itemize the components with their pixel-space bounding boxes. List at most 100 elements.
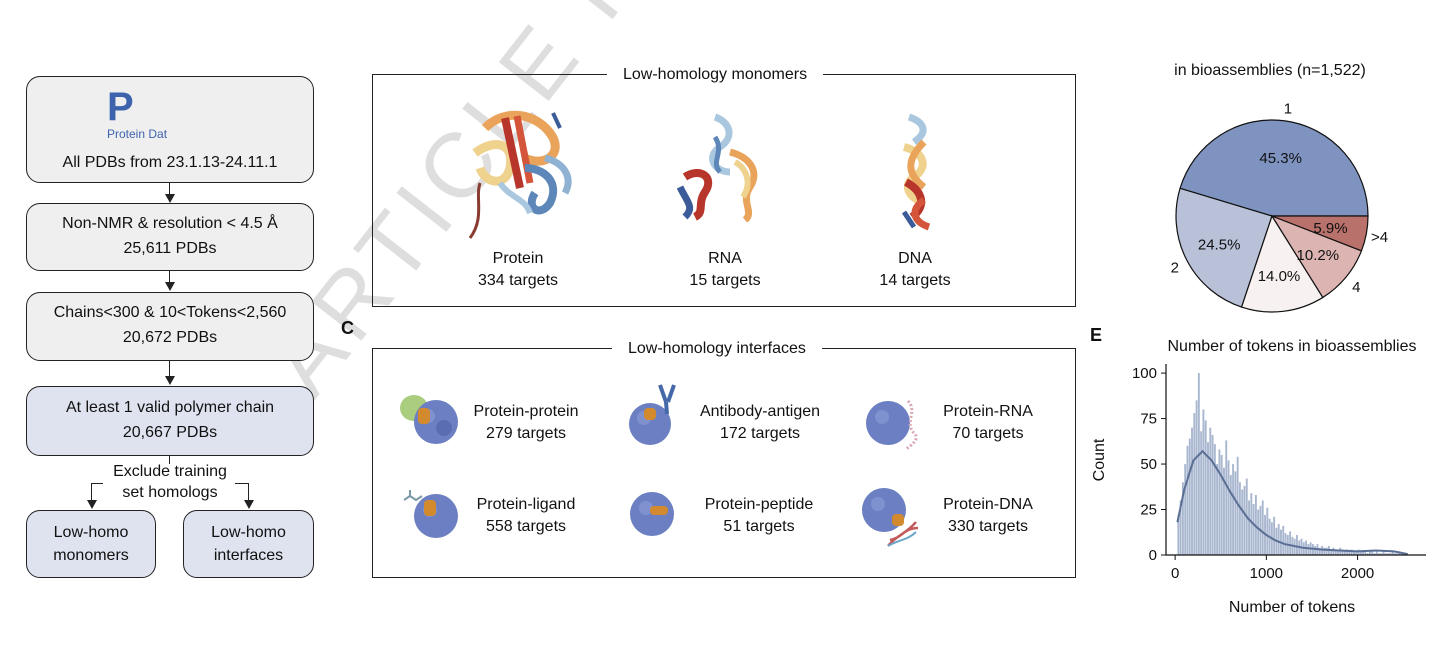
flow-box-low-homo-monomers: Low-homo monomers	[26, 510, 156, 578]
flow-box-chains-tokens-line2: 20,672 PDBs	[122, 328, 218, 346]
hist-bar	[1250, 493, 1253, 555]
y-tick-label: 0	[1149, 547, 1157, 564]
hist-bar	[1341, 549, 1344, 555]
flow-arrowhead-left	[87, 500, 97, 509]
hist-bar	[1384, 553, 1387, 555]
hist-bar	[1232, 464, 1235, 555]
hist-bar	[1238, 482, 1241, 555]
flow-box-all-pdbs-text: All PDBs from 23.1.13-24.11.1	[62, 154, 278, 171]
hist-bar	[1193, 413, 1196, 555]
interface-protein-rna-label: Protein-RNA 70 targets	[918, 401, 1058, 444]
flow-arrowhead-1	[165, 194, 175, 203]
pie-value-label: 24.5%	[1198, 236, 1241, 253]
pdb-logo-letter: P	[107, 85, 134, 129]
pie-category-label: >4	[1371, 229, 1388, 246]
flow-branch-right	[235, 483, 248, 484]
interfaces-panel-title: Low-homology interfaces	[612, 340, 822, 358]
pie-value-label: 45.3%	[1259, 150, 1302, 167]
pdb-logo: P Protein Dat	[107, 87, 167, 141]
monomer-rna-count: 15 targets	[689, 271, 761, 289]
flow-branch-left-drop	[91, 483, 92, 501]
hist-bar	[1348, 551, 1351, 555]
hist-bar	[1334, 549, 1337, 555]
pie-slice-1	[1179, 119, 1369, 217]
hist-bar	[1296, 534, 1298, 555]
hist-bar	[1184, 464, 1187, 555]
interfaces-box-line1: Low-homo	[211, 524, 286, 541]
hist-bar	[1191, 427, 1193, 555]
hist-bar	[1391, 551, 1394, 555]
hist-bar	[1387, 553, 1390, 555]
hist-bar	[1202, 409, 1205, 555]
interfaces-box-line2: interfaces	[213, 547, 284, 565]
pie-title: in bioassemblies (n=1,522)	[1174, 62, 1366, 79]
flow-box-all-pdbs: P Protein Dat All PDBs from 23.1.13-24.1…	[26, 76, 314, 183]
interface-protein-rna-count: 70 targets	[952, 424, 1024, 442]
hist-bar	[1241, 489, 1244, 555]
pie-category-label: 1	[1284, 101, 1292, 118]
y-tick-label: 25	[1140, 502, 1157, 519]
flow-branch-left	[91, 483, 103, 484]
panel-letter-e: E	[1090, 325, 1103, 345]
hist-bar	[1375, 551, 1378, 555]
hist-bar	[1325, 547, 1328, 555]
interface-protein-dna-count: 330 targets	[947, 517, 1029, 535]
pie-category-label: 4	[1352, 279, 1360, 296]
hist-bar	[1398, 553, 1401, 555]
hist-bar	[1373, 553, 1376, 555]
hist-bar	[1200, 431, 1203, 555]
hist-bar	[1314, 545, 1317, 555]
hist-bar	[1257, 509, 1260, 555]
monomers-box-line2: monomers	[53, 547, 129, 565]
pie-value-label: 5.9%	[1313, 220, 1347, 237]
x-tick-label: 0	[1171, 565, 1179, 582]
dna-structure-icon	[901, 113, 931, 231]
hist-bar	[1389, 553, 1392, 555]
hist-bar	[1289, 531, 1292, 555]
hist-bar	[1343, 551, 1346, 555]
hist-bar	[1362, 551, 1365, 555]
hist-bar	[1337, 549, 1339, 555]
flow-connector-exclude	[169, 456, 170, 464]
protein-protein-icon	[400, 395, 458, 444]
interface-protein-peptide-count: 51 targets	[723, 517, 795, 535]
hist-bar	[1181, 482, 1184, 555]
hist-bar	[1261, 500, 1264, 555]
y-tick-label: 75	[1140, 411, 1157, 428]
exclude-homologs-label: Exclude training set homologs	[92, 462, 248, 504]
flow-arrow-2	[169, 271, 170, 284]
monomer-protein-name: Protein	[492, 250, 544, 267]
hist-bar	[1359, 551, 1362, 555]
flow-box-non-nmr-line2: 25,611 PDBs	[123, 239, 217, 257]
interface-antibody-antigen-name: Antibody-antigen	[699, 403, 821, 420]
hist-bar	[1195, 400, 1198, 555]
interface-antibody-antigen-label: Antibody-antigen 172 targets	[680, 401, 840, 444]
flow-arrow-3	[169, 361, 170, 378]
antibody-antigen-icon	[629, 384, 676, 445]
hist-bar	[1400, 553, 1403, 555]
hist-bar	[1277, 524, 1280, 555]
hist-bar	[1371, 551, 1374, 555]
monomer-dna-name: DNA	[898, 250, 932, 267]
hist-bar	[1368, 551, 1371, 555]
exclude-homologs-line2: set homologs	[122, 483, 218, 501]
hist-bar	[1323, 547, 1326, 555]
hist-bar	[1350, 549, 1353, 555]
y-tick-label: 50	[1140, 456, 1157, 473]
pdb-logo-text: Protein Dat	[107, 127, 168, 141]
flow-arrow-1	[169, 183, 170, 196]
pie-category-label: 3	[1281, 318, 1289, 320]
hist-bar	[1396, 553, 1399, 555]
interface-protein-peptide-label: Protein-peptide 51 targets	[684, 494, 834, 537]
monomers-panel-title: Low-homology monomers	[607, 66, 824, 84]
hist-bar	[1355, 551, 1358, 555]
hist-bar	[1225, 440, 1228, 555]
hist-bar	[1378, 553, 1380, 555]
hist-bar	[1211, 434, 1214, 555]
hist-bar	[1234, 471, 1237, 555]
hist-bar	[1220, 454, 1223, 555]
hist-bar	[1273, 516, 1276, 555]
flow-box-valid-chain-line2: 20,667 PDBs	[122, 423, 218, 441]
interface-protein-protein-label: Protein-protein 279 targets	[456, 401, 596, 444]
interface-protein-peptide-name: Protein-peptide	[704, 496, 814, 513]
